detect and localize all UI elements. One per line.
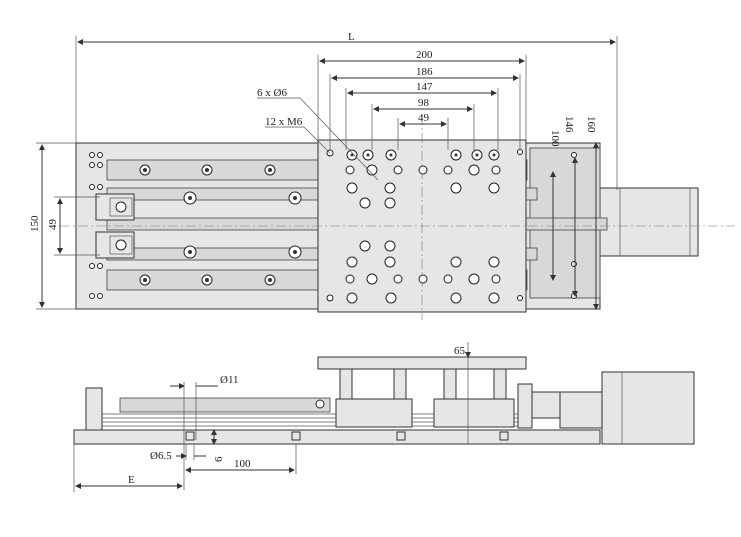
side-block-right [433,398,515,428]
dim-d6-5: Ø6.5 [150,450,172,462]
side-post-4 [493,368,507,400]
dim-65: 65 [454,345,466,357]
side-post-2 [393,368,407,400]
dim-100-pitch: 100 [234,458,251,470]
dim-49: 49 [418,112,430,124]
side-end-plate-right [517,383,533,429]
side-bolts [185,399,509,441]
motor-body [599,187,699,257]
label-6xd6: 6 x Ø6 [257,87,287,99]
side-view: 65 Ø11 Ø6.5 6 100 E [73,342,695,492]
dim-160: 160 [585,116,597,133]
side-base [73,429,601,445]
dim-49-rail: 49 [47,219,59,231]
dim-98: 98 [418,97,430,109]
dim-147: 147 [416,81,433,93]
dim-200: 200 [416,49,433,61]
side-table-top [317,356,527,370]
dim-6: 6 [213,456,225,462]
dim-L: L [348,31,355,43]
dim-100: 100 [549,130,561,147]
side-post-1 [339,368,353,400]
rail-screw-holes [139,164,302,286]
side-motor [601,371,695,445]
dim-150: 150 [29,215,41,232]
side-rail [119,397,331,413]
dim-186: 186 [416,66,433,78]
top-view: L 200 186 147 98 49 100 146 160 150 [29,31,735,320]
side-end-plate-left [85,387,103,431]
dim-d11: Ø11 [220,374,239,386]
side-block-left [335,398,413,428]
side-post-3 [443,368,457,400]
label-12xM6: 12 x M6 [265,116,303,128]
dim-E: E [128,474,135,486]
dim-146: 146 [563,116,575,133]
side-coupling [531,391,561,419]
table-holes [326,149,501,304]
side-flange [559,391,603,429]
